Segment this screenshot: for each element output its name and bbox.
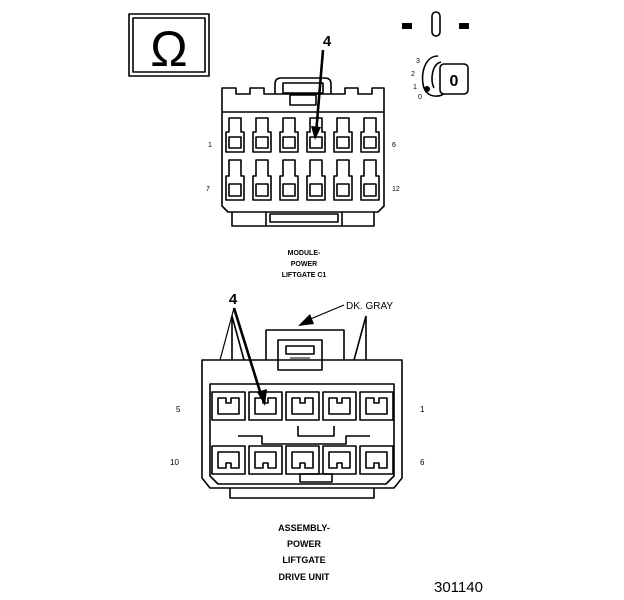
bottom-callout-number: 4	[229, 291, 238, 308]
bottom-connector: 4 DK. GRAY 5 1 10 6 ASSEMBLY- POWER LIFT…	[170, 291, 425, 582]
top-label-line-1: MODULE-	[288, 250, 321, 257]
bottom-connector-cavities-row-1	[211, 391, 394, 421]
ohm-symbol: Ω	[150, 21, 187, 77]
color-callout-arrow	[298, 304, 345, 326]
switch-mark-1: 1	[413, 84, 417, 91]
meter-switch-icon: 0 3 2 1 0	[402, 11, 469, 101]
figure-number: 301140	[434, 579, 483, 596]
color-callout-label: DK. GRAY	[346, 301, 393, 312]
ohm-meter-icon: Ω	[128, 13, 210, 77]
top-pin-label-1: 1	[208, 142, 212, 149]
top-callout-number: 4	[323, 33, 332, 50]
bottom-label-line-3: LIFTGATE	[282, 555, 325, 565]
top-connector-label: MODULE- POWER LIFTGATE C1	[282, 250, 327, 279]
top-connector-cavities-row-2	[225, 159, 380, 201]
bottom-connector-label: ASSEMBLY- POWER LIFTGATE DRIVE UNIT	[278, 523, 330, 582]
bottom-pin-label-1: 1	[420, 405, 425, 414]
top-connector: 4 1 6 7 12 MODULE- POWER LIFTGATE C1	[206, 33, 400, 279]
top-callout-arrow	[311, 49, 325, 140]
bottom-pin-label-5: 5	[176, 405, 181, 414]
top-pin-label-7: 7	[206, 186, 210, 193]
bottom-connector-cavities-row-2	[211, 445, 394, 475]
bottom-pin-label-10: 10	[170, 458, 179, 467]
bottom-label-line-2: POWER	[287, 539, 322, 549]
top-label-line-2: POWER	[291, 261, 317, 268]
bottom-label-line-1: ASSEMBLY-	[278, 523, 330, 533]
switch-mark-3: 3	[416, 58, 420, 65]
top-pin-label-12: 12	[392, 186, 400, 193]
switch-mark-2: 2	[411, 71, 415, 78]
bottom-pin-label-6: 6	[420, 458, 425, 467]
switch-mark-0: 0	[418, 94, 422, 101]
top-pin-label-6: 6	[392, 142, 396, 149]
top-label-line-3: LIFTGATE C1	[282, 272, 327, 279]
bottom-label-line-4: DRIVE UNIT	[278, 572, 330, 582]
bottom-callout-arrows	[219, 307, 267, 406]
dial-label: 0	[450, 73, 459, 90]
top-connector-cavities-row-1	[225, 117, 380, 153]
